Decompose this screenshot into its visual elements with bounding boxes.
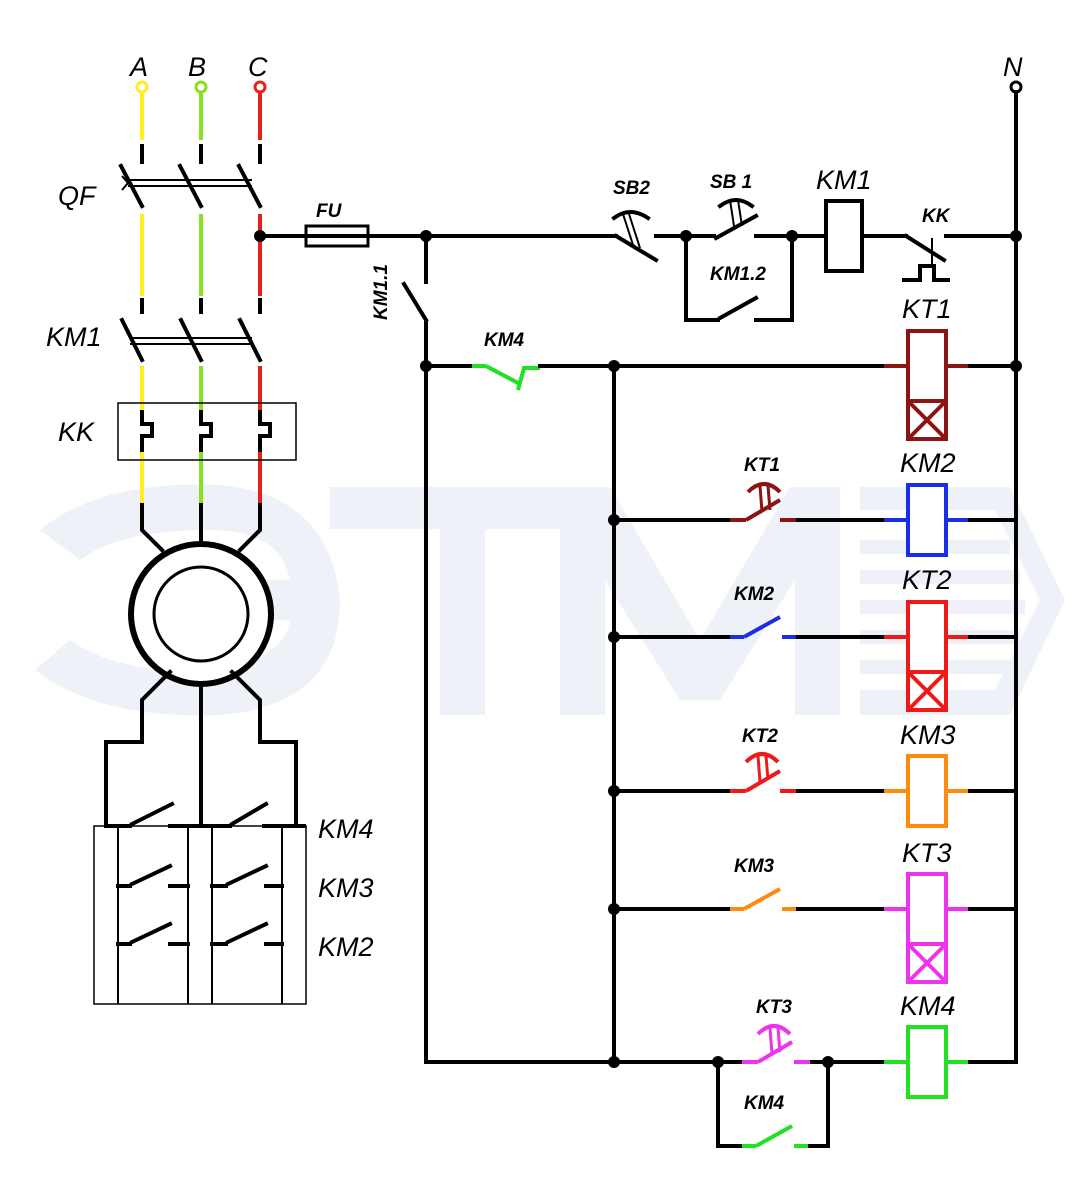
km1-1-contact xyxy=(401,234,429,1064)
terminal-c xyxy=(253,80,267,94)
label-qf: QF xyxy=(58,181,97,211)
kt1-timer-contact xyxy=(730,482,798,522)
watermark-arrow-shape xyxy=(860,487,1065,715)
label-fu: FU xyxy=(316,201,343,222)
motor xyxy=(104,503,298,828)
km4-coil xyxy=(884,1025,970,1099)
label-km4-coil: KM4 xyxy=(900,991,956,1021)
label-kt1-contact: KT1 xyxy=(744,455,780,476)
label-km4-nc: KM4 xyxy=(484,330,525,351)
label-km1-1: KM1.1 xyxy=(371,264,392,320)
watermark-m-shape xyxy=(560,487,840,715)
label-sb2: SB2 xyxy=(613,178,650,199)
terminal-a xyxy=(135,80,149,94)
label-kt3-contact: KT3 xyxy=(756,997,792,1018)
label-kt3-coil: KT3 xyxy=(902,838,952,868)
label-bank-km3: KM3 xyxy=(318,873,374,903)
qf-breaker xyxy=(118,144,263,209)
junction-bus-km2 xyxy=(608,514,620,526)
kk-thermal-relay xyxy=(117,402,297,461)
kt3-coil xyxy=(884,872,970,984)
label-km1-2: KM1.2 xyxy=(710,264,766,285)
watermark-t-stem xyxy=(440,487,485,715)
km3-coil xyxy=(884,754,970,828)
label-km3-coil: KM3 xyxy=(900,720,956,750)
junction-bus-km4 xyxy=(608,1056,620,1068)
label-km2-contact: KM2 xyxy=(734,584,775,605)
star-delta-contact-bank xyxy=(93,801,307,1005)
km3-contact xyxy=(730,887,798,911)
junction-n-kt1 xyxy=(1010,360,1022,372)
label-km1-power: KM1 xyxy=(46,322,102,352)
junction-bus-kt2 xyxy=(608,631,620,643)
label-kt2-coil: KT2 xyxy=(902,565,952,595)
terminal-b xyxy=(194,80,208,94)
sb1-start-button xyxy=(684,198,794,241)
km1-coil xyxy=(824,199,864,273)
label-km4-hold: KM4 xyxy=(744,1093,785,1114)
label-phase-b: B xyxy=(188,52,206,82)
power-circuit xyxy=(93,80,1023,1005)
km1-2-hold-contact xyxy=(684,234,794,322)
label-kk-power: KK xyxy=(58,417,95,447)
label-km1-coil: KM1 xyxy=(816,165,872,195)
sb2-stop-button xyxy=(611,210,688,263)
label-sb1: SB 1 xyxy=(710,172,752,193)
label-km3-contact: KM3 xyxy=(734,856,775,877)
labels: A B C N QF KM1 KK FU KM1.1 SB2 SB 1 KM1 … xyxy=(46,52,1023,1114)
label-kk-contact: KK xyxy=(922,206,951,227)
kt2-coil xyxy=(884,600,970,712)
junction-km4-left xyxy=(420,360,432,372)
label-km2-coil: KM2 xyxy=(900,448,956,478)
label-kt2-contact: KT2 xyxy=(742,726,778,747)
junction-bus-kt1 xyxy=(608,360,620,372)
kk-control-contact xyxy=(902,233,1018,282)
watermark-stripe-2 xyxy=(860,570,1020,584)
kt2-timer-contact xyxy=(730,752,798,793)
km2-contact xyxy=(730,615,798,639)
motor-rotor xyxy=(152,565,250,663)
km2-coil xyxy=(884,483,970,557)
kt3-timer-contact xyxy=(742,1024,812,1064)
km4-hold-contact xyxy=(716,1060,830,1148)
label-kt1-coil: KT1 xyxy=(902,294,952,324)
junction-bus-kt3 xyxy=(608,903,620,915)
label-bank-km2: KM2 xyxy=(318,932,374,962)
control-circuit xyxy=(258,90,1022,1148)
junction-bus-km3 xyxy=(608,785,620,797)
kt1-coil xyxy=(884,329,970,441)
label-phase-a: A xyxy=(128,52,148,82)
km1-power-contacts xyxy=(119,298,263,363)
label-bank-km4: KM4 xyxy=(318,814,374,844)
label-neutral: N xyxy=(1003,52,1023,82)
km4-nc-contact xyxy=(472,364,540,391)
label-phase-c: C xyxy=(248,52,268,82)
